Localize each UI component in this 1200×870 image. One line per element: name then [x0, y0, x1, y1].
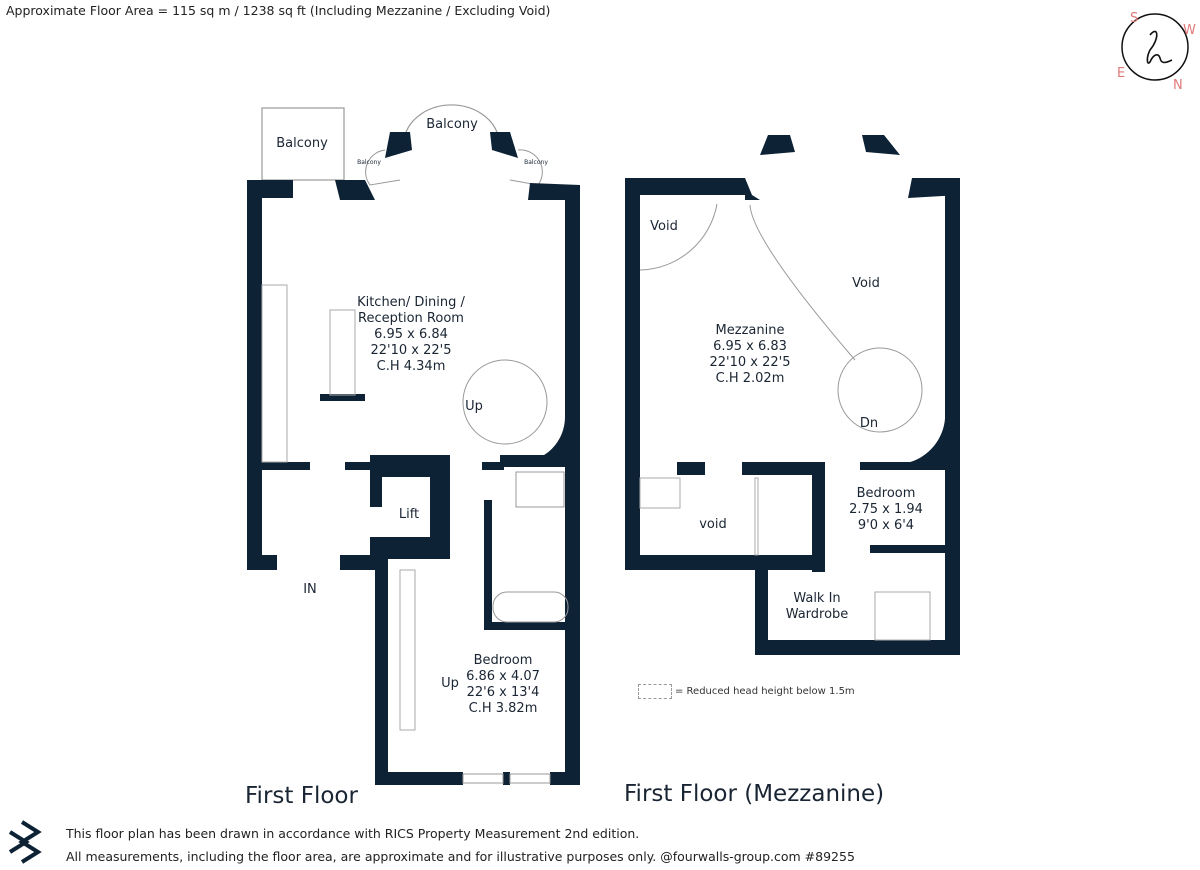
mezz-bedroom-imperial: 9'0 x 6'4 — [858, 518, 914, 533]
footer-line-2: All measurements, including the floor ar… — [66, 849, 855, 864]
mezz-bedroom-metric: 2.75 x 1.94 — [849, 502, 923, 517]
first-floor-plan: Balcony Balcony Balcony Balcony Kitchen/… — [247, 104, 580, 785]
wardrobe-label: Walk In — [793, 591, 840, 606]
bedroom-ceiling: C.H 3.82m — [469, 701, 538, 716]
balcony-center-label: Balcony — [426, 117, 478, 132]
balcony-left-outline — [261, 107, 345, 181]
mezzanine-walls — [625, 135, 960, 655]
compass-s: S — [1130, 11, 1138, 26]
footer-line-1: This floor plan has been drawn in accord… — [66, 826, 640, 841]
first-floor-title: First Floor — [245, 783, 358, 809]
bedroom-stairs-up-label: Up — [441, 676, 459, 691]
first-floor-walls — [247, 132, 580, 785]
bedroom-imperial: 22'6 x 13'4 — [467, 685, 540, 700]
void-left-label: Void — [650, 219, 678, 234]
legend-text: = Reduced head height below 1.5m — [675, 686, 855, 697]
kitchen-imperial: 22'10 x 22'5 — [370, 343, 451, 358]
kitchen-name: Kitchen/ Dining / — [357, 295, 465, 310]
balcony-small-left-label: Balcony — [357, 159, 381, 166]
balcony-left-label: Balcony — [276, 136, 328, 151]
kitchen-metric: 6.95 x 6.84 — [374, 327, 448, 342]
bedroom-room-label: Bedroom 6.86 x 4.07 22'6 x 13'4 C.H 3.82… — [466, 653, 540, 716]
lift-label: Lift — [399, 507, 419, 522]
legend: = Reduced head height below 1.5m — [638, 684, 855, 699]
fourwalls-logo — [8, 820, 42, 864]
stairs-down-label: Dn — [860, 416, 878, 431]
mezzanine-plan: Void Void Mezzanine 6.95 x 6.83 22'10 x … — [625, 135, 960, 655]
floor-area-caption: Approximate Floor Area = 115 sq m / 1238… — [6, 3, 551, 18]
bedroom-metric: 6.86 x 4.07 — [466, 669, 540, 684]
stairs-up-label: Up — [465, 399, 483, 414]
mezzanine-title: First Floor (Mezzanine) — [624, 781, 885, 807]
kitchen-room-label: Kitchen/ Dining / Reception Room 6.95 x … — [357, 295, 465, 374]
mezzanine-room-label: Mezzanine 6.95 x 6.83 22'10 x 22'5 C.H 2… — [709, 323, 790, 386]
kitchen-ceiling: C.H 4.34m — [377, 359, 446, 374]
compass-logo: S W E N — [1117, 11, 1196, 93]
kitchen-name-2: Reception Room — [358, 311, 464, 326]
mezz-bedroom-name: Bedroom — [857, 486, 916, 501]
mezzanine-metric: 6.95 x 6.83 — [713, 339, 787, 354]
entrance-label: IN — [303, 582, 317, 597]
mezzanine-imperial: 22'10 x 22'5 — [709, 355, 790, 370]
mezz-bedroom-label: Bedroom 2.75 x 1.94 9'0 x 6'4 — [849, 486, 923, 533]
compass-w: W — [1183, 23, 1196, 38]
void-right-label: Void — [852, 276, 880, 291]
reduced-height-swatch — [638, 684, 672, 699]
wardrobe-label-2: Wardrobe — [786, 607, 849, 622]
balcony-small-right-label: Balcony — [524, 159, 548, 166]
compass-n: N — [1173, 78, 1183, 93]
void-lower-label: void — [699, 517, 727, 532]
compass-e: E — [1117, 66, 1125, 81]
mezzanine-name: Mezzanine — [716, 323, 785, 338]
bedroom-name: Bedroom — [474, 653, 533, 668]
mezzanine-ceiling: C.H 2.02m — [716, 371, 785, 386]
